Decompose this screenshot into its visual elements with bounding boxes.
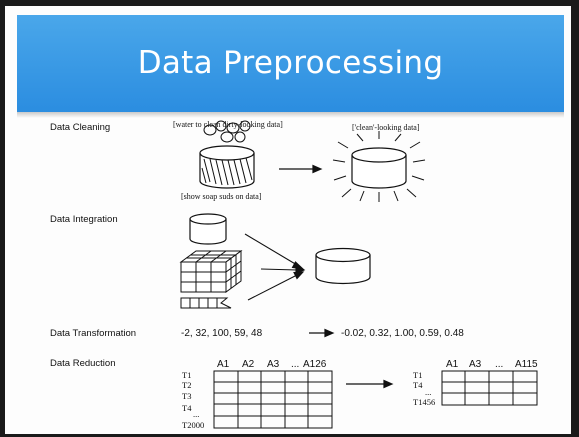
water-note: [water to clean dirty-looking data] <box>173 120 283 129</box>
integrated-database-icon <box>315 247 371 285</box>
data-cube-icon <box>179 250 243 293</box>
slide-title: Data Preprocessing <box>137 45 444 81</box>
integration-arrows-icon <box>244 233 306 301</box>
data-transformation-label: Data Transformation <box>50 328 137 339</box>
soap-suds-note: [show soap suds on data] <box>181 192 262 201</box>
banner-shadow <box>17 112 564 118</box>
dirty-database-icon <box>199 145 255 189</box>
right-table-row-label: T1456 <box>413 397 436 407</box>
data-integration-label: Data Integration <box>50 214 118 225</box>
flat-file-icon <box>180 297 232 309</box>
source-database-icon <box>189 213 227 245</box>
diagram-artwork <box>179 120 538 429</box>
right-table-col-header: ... <box>495 359 504 370</box>
left-table-row-label: T4 <box>182 403 192 413</box>
right-table-row-label: T1 <box>413 370 423 380</box>
reduction-arrow-icon <box>346 379 394 389</box>
title-banner: Data Preprocessing <box>17 15 564 112</box>
right-table-col-header: A3 <box>469 359 482 370</box>
left-table-col-header: A126 <box>303 359 327 370</box>
clean-data-note: ['clean'-looking data] <box>352 123 420 132</box>
transformation-arrow-icon <box>309 328 335 338</box>
left-table-row-label: T3 <box>182 391 192 401</box>
data-cleaning-label: Data Cleaning <box>50 122 111 133</box>
slide: Data Preprocessing Data Cleaning Data In… <box>5 6 571 434</box>
transformation-output-values: -0.02, 0.32, 1.00, 0.59, 0.48 <box>341 328 464 339</box>
left-table-col-header: A3 <box>267 359 280 370</box>
left-table-grid <box>213 370 333 429</box>
left-table-row-label: T2000 <box>182 420 205 430</box>
right-table-col-header: A1 <box>446 359 459 370</box>
left-table-row-label: ... <box>193 409 200 419</box>
right-table-row-label: ... <box>425 387 432 397</box>
soap-suds-icon <box>203 120 251 143</box>
data-reduction-label: Data Reduction <box>50 358 116 369</box>
transformation-input-values: -2, 32, 100, 59, 48 <box>181 328 263 339</box>
clean-database-icon <box>332 131 426 202</box>
right-table-col-header: A115 <box>515 359 538 370</box>
left-table-row-label: T1 <box>182 370 192 380</box>
cleaning-arrow-icon <box>279 164 323 174</box>
left-table-row-label: T2 <box>182 380 192 390</box>
right-table-row-label: T4 <box>413 380 423 390</box>
left-table-col-header: ... <box>291 359 300 370</box>
right-table-grid <box>441 370 538 406</box>
left-table-col-header: A2 <box>242 359 255 370</box>
left-table-col-header: A1 <box>217 359 230 370</box>
